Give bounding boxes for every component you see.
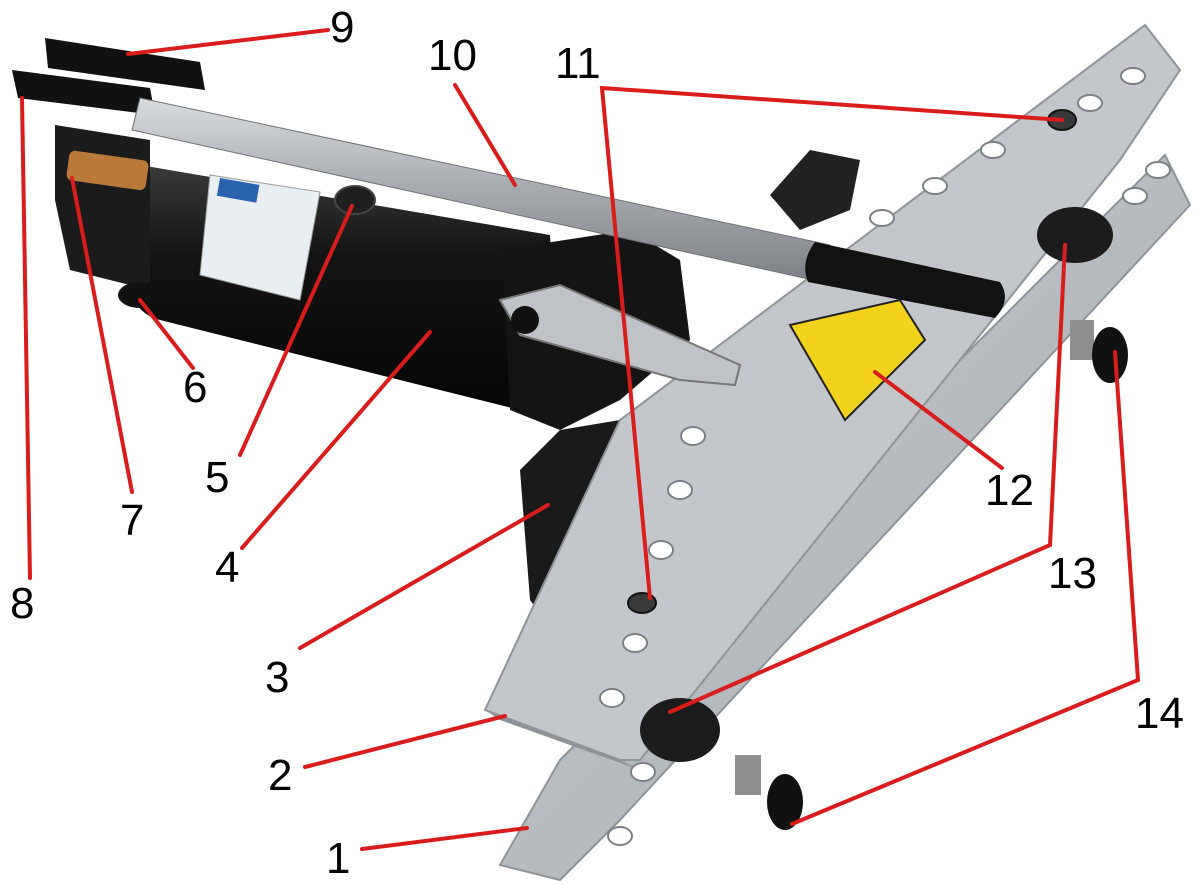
callout-10: 10 (428, 31, 477, 80)
leader-line-12 (873, 370, 1004, 470)
callout-9: 9 (330, 3, 354, 52)
callout-14: 14 (1135, 689, 1184, 738)
callout-4: 4 (215, 543, 239, 592)
leader-lines (20, 28, 1141, 851)
oil-filler-cap (334, 185, 376, 215)
handle-bracket-rear (45, 38, 205, 90)
cylinder-label-logo (216, 178, 260, 203)
bend-angle-label (788, 298, 927, 422)
rear-plate-holes (607, 161, 1171, 846)
leader-line-9 (126, 28, 330, 56)
leader-line-10 (453, 83, 517, 187)
shoe-back (770, 150, 860, 230)
callout-11: 11 (555, 39, 601, 88)
callout-3: 3 (265, 653, 289, 702)
handle-grip (805, 242, 1005, 318)
front-plate-edge (485, 710, 640, 770)
handle-bracket-front (12, 70, 155, 115)
bronze-ring (66, 150, 149, 191)
leader-line-7 (70, 176, 134, 494)
release-valve (118, 282, 162, 308)
callout-6: 6 (183, 363, 207, 412)
callout-8: 8 (10, 579, 34, 628)
ram-link-arm (498, 283, 742, 387)
front-plate-holes (599, 67, 1146, 708)
leader-line-14 (790, 350, 1141, 826)
leader-line-11 (599, 85, 1064, 600)
leader-line-4 (240, 330, 432, 550)
leader-line-6 (138, 298, 195, 370)
pump-head (55, 125, 150, 290)
support-roller-top (1037, 207, 1113, 263)
leader-line-5 (238, 204, 354, 457)
callout-5: 5 (205, 453, 229, 502)
pipe-bender-illustration (12, 23, 1192, 882)
callout-7: 7 (120, 496, 144, 545)
support-roller-bottom (640, 698, 720, 762)
leader-line-8 (20, 96, 32, 580)
callout-2: 2 (268, 751, 292, 800)
caster-bottom (735, 755, 803, 830)
leader-line-13 (668, 243, 1067, 714)
leader-line-1 (360, 826, 529, 851)
caster-top (1070, 320, 1128, 383)
callout-numbers: 1 2 3 4 5 6 7 8 9 10 11 12 13 14 (10, 3, 1184, 883)
callout-1: 1 (326, 834, 350, 883)
callout-12: 12 (985, 466, 1034, 515)
leader-line-2 (303, 714, 507, 769)
callout-13: 13 (1048, 549, 1097, 598)
leader-line-3 (298, 503, 550, 650)
cylinder-label (199, 174, 321, 301)
